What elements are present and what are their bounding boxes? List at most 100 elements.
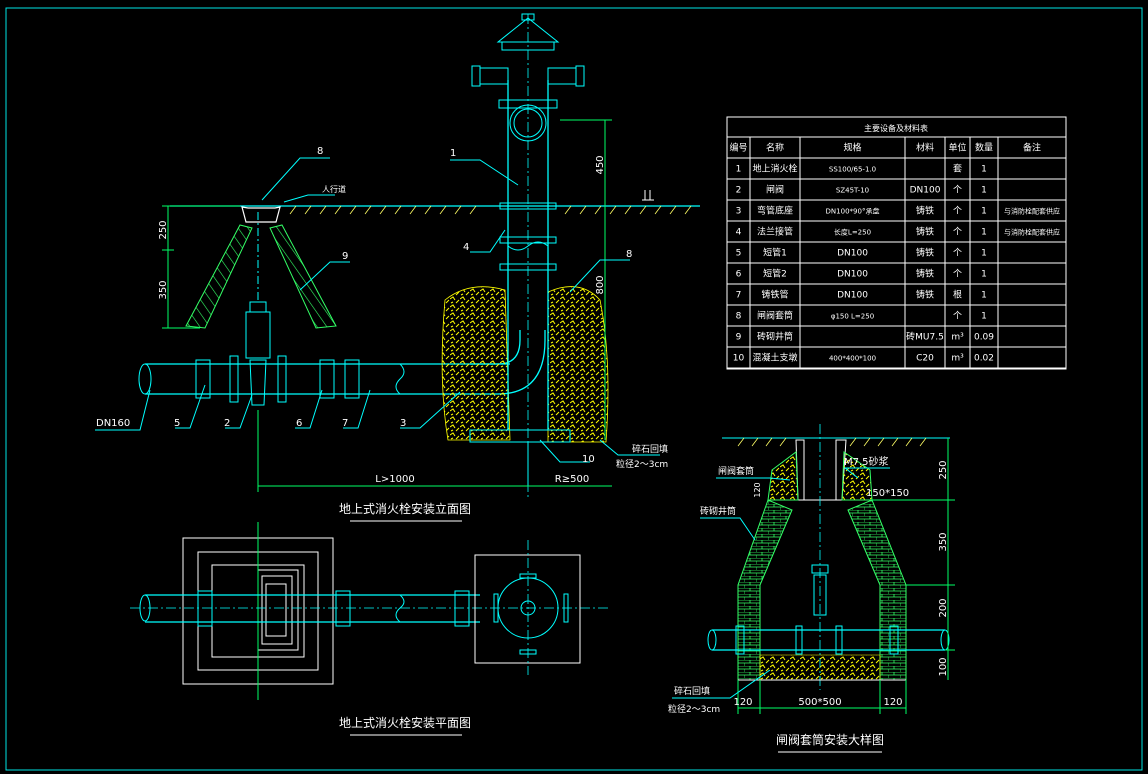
pipe-break-mark xyxy=(395,363,405,395)
table-cell: 长度L=250 xyxy=(834,228,871,237)
pipe-socket-1 xyxy=(195,359,211,399)
table-cell: 与消防栓配套供应 xyxy=(1004,228,1060,237)
dim-450: 450 xyxy=(595,155,606,174)
elevation-title: 地上式消火栓安装立面图 xyxy=(339,501,471,516)
detail-pipe xyxy=(712,629,945,651)
table-cell: 混凝土支墩 xyxy=(752,352,797,364)
leader-3 xyxy=(400,391,461,429)
gravel-note-2: 粒径2～3cm xyxy=(616,458,668,470)
detail-flange-right xyxy=(835,625,843,655)
table-cell: 1 xyxy=(736,165,742,175)
concrete-base xyxy=(469,429,571,443)
detail-dim-120-left: 120 xyxy=(733,697,752,708)
soil-hatch xyxy=(289,205,692,215)
table-cell: φ150 L=250 xyxy=(831,313,874,321)
walkway-label: 人行道 xyxy=(322,184,346,194)
detail-dim-120-right: 120 xyxy=(883,697,902,708)
detail-dim-500: 500*500 xyxy=(798,697,841,708)
table-cell: 短管2 xyxy=(763,268,787,280)
table-cell: DN100 xyxy=(837,270,868,280)
table-cell: 7 xyxy=(736,291,742,301)
detail-masonry-right xyxy=(847,499,907,681)
detail-socket-right xyxy=(889,625,899,655)
table-cell: 短管1 xyxy=(763,247,787,259)
callout-8-right: 8 xyxy=(626,249,632,260)
table-cell: 铸铁 xyxy=(916,226,934,238)
table-cell: 1 xyxy=(981,165,987,175)
label-120-side: 120 xyxy=(753,482,762,497)
label-gravel-1: 碎石回填 xyxy=(674,685,710,697)
table-cell: 法兰接管 xyxy=(757,226,793,238)
detail-title: 闸阀套筒安装大样图 xyxy=(776,732,884,747)
table-cell: 1 xyxy=(981,228,987,238)
callout-4: 4 xyxy=(463,242,469,253)
pipe-socket-2 xyxy=(319,359,335,399)
table-cell: 1 xyxy=(981,291,987,301)
table-cell: 400*400*100 xyxy=(829,355,876,363)
table-cell: 0.09 xyxy=(974,333,994,343)
callout-10: 10 xyxy=(582,454,595,465)
table-cell: 1 xyxy=(981,270,987,280)
table-cell: 闸阀套筒 xyxy=(757,310,793,322)
flange-2 xyxy=(277,355,287,403)
table-header-cell: 数量 xyxy=(975,142,993,154)
pipe-cut-end xyxy=(138,363,152,395)
leader-8-right xyxy=(569,259,630,293)
dim-radius: R≥500 xyxy=(555,474,589,485)
table-cell: 套 xyxy=(953,163,962,175)
label-150: 150*150 xyxy=(866,488,909,499)
table-cell: 1 xyxy=(981,186,987,196)
callout-8-top: 8 xyxy=(317,146,323,157)
label-sleeve: 闸阀套筒 xyxy=(718,465,754,477)
detail-pipe-end-left xyxy=(707,629,717,651)
table-cell: 4 xyxy=(736,228,742,238)
table-cell: m³ xyxy=(951,354,964,364)
table-cell: 弯管底座 xyxy=(757,205,793,217)
detail-dim-350: 350 xyxy=(938,532,949,551)
table-cell: 1 xyxy=(981,312,987,322)
detail-dim-250: 250 xyxy=(938,460,949,479)
plan-socket-2 xyxy=(335,590,351,627)
table-header-cell: 单位 xyxy=(948,142,966,154)
detail-sleeve xyxy=(795,439,847,501)
ground-symbol xyxy=(642,190,654,201)
plan-hydrant-base xyxy=(474,554,581,664)
detail-dim-200: 200 xyxy=(938,598,949,617)
plan-pipe-break xyxy=(395,594,405,623)
leader-9 xyxy=(299,261,350,291)
detail-dim-100: 100 xyxy=(938,657,949,676)
plan-title: 地上式消火栓安装平面图 xyxy=(339,715,471,730)
leader-10 xyxy=(539,439,590,463)
masonry-leg-right xyxy=(269,224,337,329)
label-masonry: 砖砌井筒 xyxy=(700,505,736,517)
outlet-cap-right xyxy=(575,65,585,87)
leader-6 xyxy=(295,389,323,429)
leader-8-top xyxy=(261,157,330,201)
dim-350: 350 xyxy=(158,280,169,299)
masonry-leg-left xyxy=(185,224,253,329)
callout-7: 7 xyxy=(342,418,348,429)
table-title: 主要设备及材料表 xyxy=(864,123,928,133)
callout-5: 5 xyxy=(174,418,180,429)
table-cell: 个 xyxy=(953,206,962,217)
table-cell: m³ xyxy=(951,333,964,343)
leader-5 xyxy=(175,384,206,429)
callout-6: 6 xyxy=(296,418,302,429)
valve-sleeve-cap xyxy=(241,206,281,223)
label-mortar: M7.5砂浆 xyxy=(844,455,889,468)
gravel-note-1: 碎石回填 xyxy=(632,443,668,455)
drawing-frame xyxy=(5,7,1143,771)
table-cell: 2 xyxy=(736,186,742,196)
detail-gravel xyxy=(759,654,881,681)
table-cell: 铸铁 xyxy=(916,268,934,280)
table-cell: 根 xyxy=(953,289,962,301)
plan-view: 地上式消火栓安装平面图 xyxy=(130,522,610,736)
table-cell: 地上消火栓 xyxy=(752,163,797,175)
table-cell: 1 xyxy=(981,249,987,259)
label-gravel-2: 粒径2～3cm xyxy=(668,703,720,715)
plan-outlet-left xyxy=(493,593,499,623)
table-header-cell: 名称 xyxy=(766,142,784,154)
callout-9: 9 xyxy=(342,251,348,262)
table-cell: 10 xyxy=(733,354,745,364)
